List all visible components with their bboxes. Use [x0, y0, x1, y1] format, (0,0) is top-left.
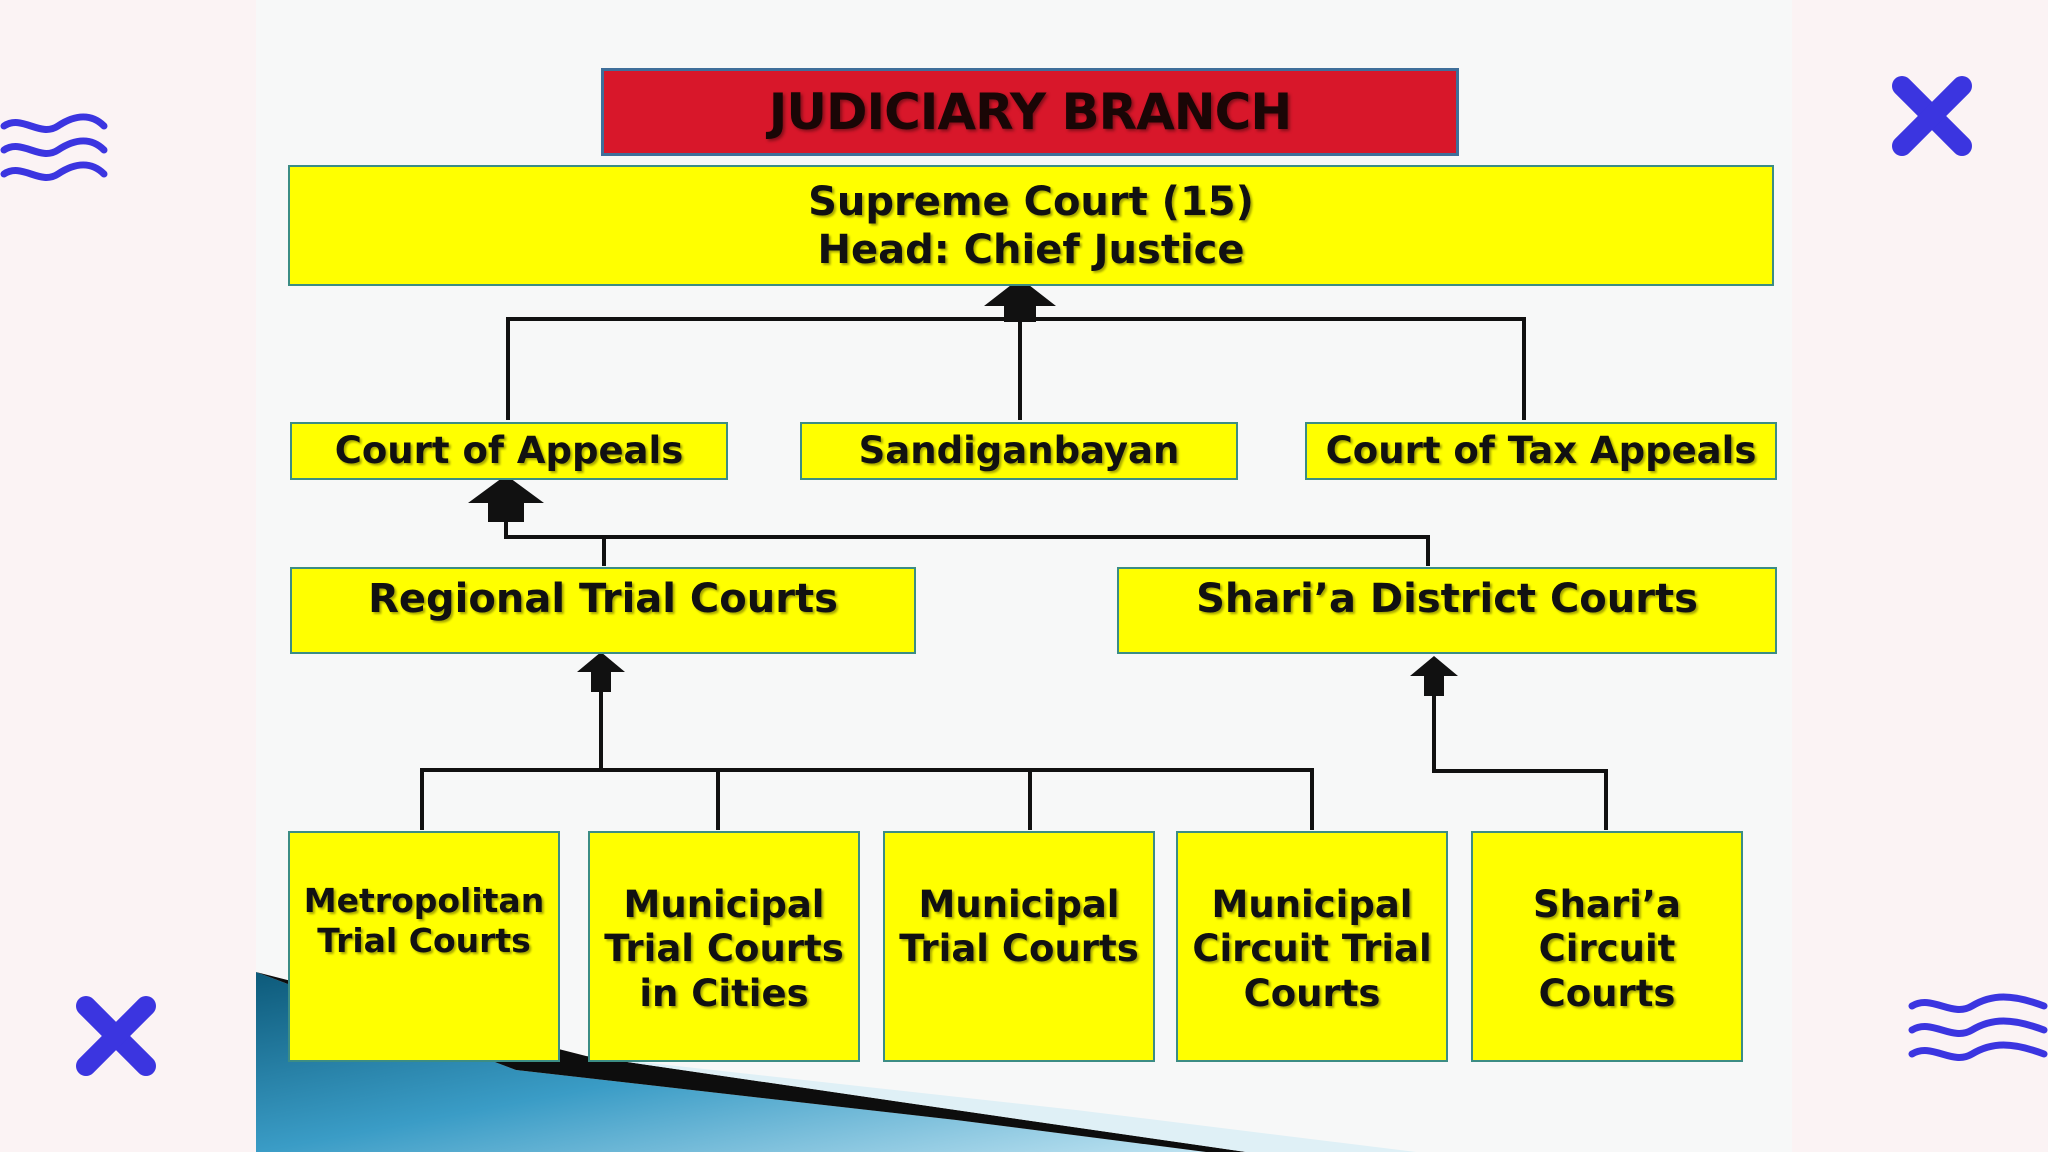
municipal-trial-courts-in-cities-line: Trial Courts — [604, 927, 844, 971]
page-title: JUDICIARY BRANCH — [601, 68, 1459, 156]
connector-lines — [420, 278, 1608, 830]
regional-trial-courts-box: Regional Trial Courts — [290, 567, 916, 654]
sandiganbayan-box: Sandiganbayan — [800, 422, 1238, 480]
municipal-circuit-trial-courts-box: Municipal Circuit Trial Courts — [1176, 831, 1448, 1062]
x-decoration-bottom-left — [76, 996, 156, 1076]
wave-decoration-bottom-right — [1908, 993, 2048, 1061]
court-of-appeals-label: Court of Appeals — [334, 428, 684, 472]
sharia-circuit-courts-line: Courts — [1538, 971, 1676, 1015]
x-decoration-top-right — [1892, 76, 1972, 156]
municipal-trial-courts-in-cities-box: Municipal Trial Courts in Cities — [588, 831, 860, 1062]
court-of-appeals-box: Court of Appeals — [290, 422, 728, 480]
sandiganbayan-label: Sandiganbayan — [858, 428, 1180, 472]
metropolitan-trial-courts-line: Trial Courts — [317, 920, 531, 960]
arrow-up-icon — [984, 278, 1056, 322]
arrow-up-icon — [468, 475, 544, 522]
supreme-court-head-label: Head: Chief Justice — [817, 226, 1245, 273]
arrow-icons — [468, 278, 1458, 696]
sharia-circuit-courts-line: Circuit — [1538, 927, 1676, 971]
metropolitan-trial-courts-line: Metropolitan — [303, 881, 545, 920]
arrow-up-icon — [1410, 656, 1458, 696]
municipal-trial-courts-in-cities-line: in Cities — [639, 971, 809, 1015]
municipal-trial-courts-line: Municipal — [918, 883, 1120, 926]
metropolitan-trial-courts-box: Metropolitan Trial Courts — [288, 831, 560, 1062]
regional-trial-courts-label: Regional Trial Courts — [368, 576, 838, 622]
court-of-tax-appeals-box: Court of Tax Appeals — [1305, 422, 1777, 480]
sharia-district-courts-box: Shari’a District Courts — [1117, 567, 1777, 654]
municipal-circuit-trial-courts-line: Courts — [1243, 971, 1381, 1015]
blue-swoosh-decoration — [256, 972, 1416, 1152]
supreme-court-box: Supreme Court (15) Head: Chief Justice — [288, 165, 1774, 286]
municipal-trial-courts-in-cities-line: Municipal — [623, 883, 825, 926]
supreme-court-label: Supreme Court (15) — [808, 178, 1254, 225]
sharia-circuit-courts-line: Shari’a — [1533, 883, 1681, 926]
municipal-trial-courts-line: Trial Courts — [899, 927, 1139, 971]
municipal-circuit-trial-courts-line: Municipal — [1211, 883, 1413, 926]
arrow-up-icon — [577, 652, 625, 692]
court-of-tax-appeals-label: Court of Tax Appeals — [1325, 428, 1757, 472]
slide: JUDICIARY BRANCH Supreme Court (15) Head… — [256, 0, 1792, 1152]
wave-decoration-top-left — [0, 113, 108, 181]
sharia-district-courts-label: Shari’a District Courts — [1196, 576, 1698, 622]
municipal-circuit-trial-courts-line: Circuit Trial — [1192, 927, 1432, 971]
sharia-circuit-courts-box: Shari’a Circuit Courts — [1471, 831, 1743, 1062]
municipal-trial-courts-box: Municipal Trial Courts — [883, 831, 1155, 1062]
